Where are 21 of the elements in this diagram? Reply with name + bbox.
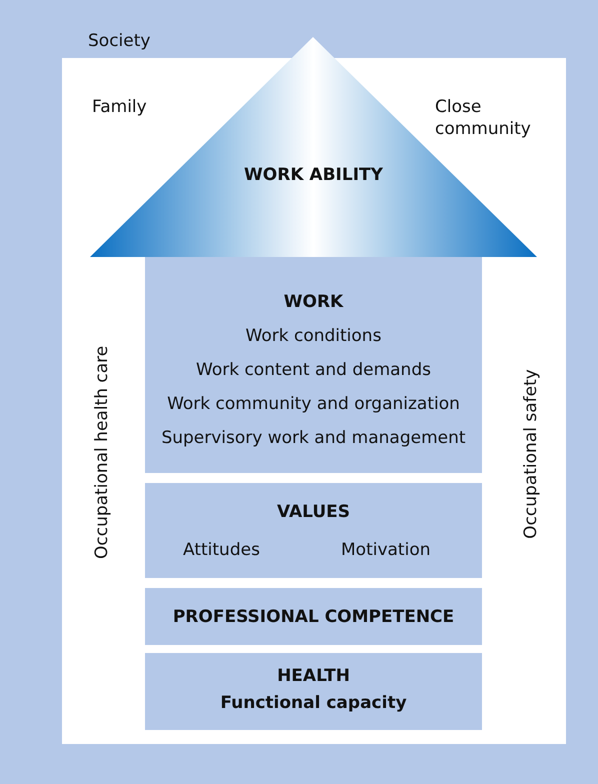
floor-heading: WORK — [282, 291, 344, 313]
floor-panel — [145, 588, 482, 645]
floor-panel — [145, 483, 482, 578]
side-label: Close community — [435, 96, 532, 140]
floor-item: Work conditions — [244, 325, 382, 347]
floor-panel — [145, 257, 482, 473]
floor-item: Motivation — [341, 539, 430, 561]
floor-heading: PROFESSIONAL COMPETENCE — [172, 606, 456, 628]
roof-label: WORK ABILITY — [243, 164, 384, 186]
side-label: Family — [92, 96, 147, 118]
panel-title: Society — [88, 30, 150, 52]
vertical-label: Occupational health care — [92, 349, 112, 559]
floor-item: Work content and demands — [195, 359, 432, 381]
floor-item: Work community and organization — [166, 393, 461, 415]
floor-item: Supervisory work and management — [160, 427, 467, 449]
vertical-label: Occupational safety — [521, 369, 541, 539]
floor-item: Attitudes — [183, 539, 260, 561]
floor-heading: VALUES — [276, 501, 352, 523]
floor-item: Functional capacity — [219, 692, 408, 714]
floor-heading: HEALTH — [276, 665, 351, 687]
floor-panel — [145, 653, 482, 730]
